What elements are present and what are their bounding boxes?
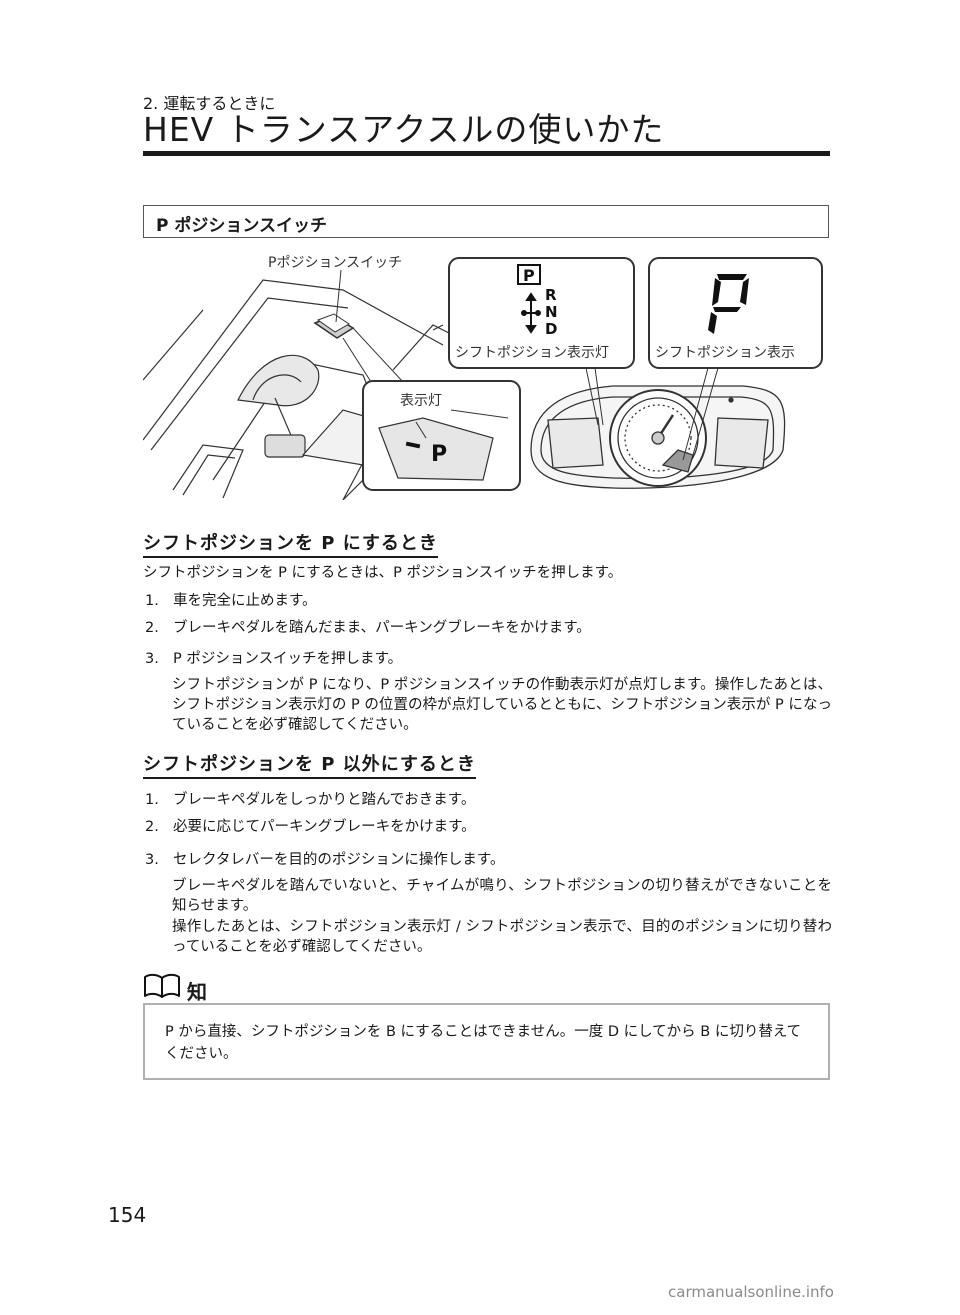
- heading-shift-to-p: シフトポジションを P にするとき: [143, 529, 438, 558]
- segment-display-p: [708, 274, 749, 334]
- chapter-label: 2. 運転するときに: [143, 94, 276, 113]
- shift-to-p-note: シフトポジションが P になり、P ポジションスイッチの作動表示灯が点灯します。…: [172, 677, 832, 733]
- indicator-display-label: シフトポジション表示: [655, 345, 795, 361]
- switch-label: Pポジションスイッチ: [268, 255, 402, 271]
- shift-from-p-note-1: ブレーキペダルを踏んでいないと、チャイムが鳴り、シフトポジションの切り替えができ…: [172, 878, 832, 914]
- info-box: P から直接、シフトポジションを B にすることはできません。一度 D にしてか…: [143, 1003, 830, 1080]
- info-text: P から直接、シフトポジションを B にすることはできません。一度 D にしてか…: [165, 1024, 802, 1062]
- indicator-letter-n: N: [545, 303, 558, 321]
- p-switch-sketch: [313, 313, 355, 339]
- indicator-letter-d: D: [545, 320, 557, 338]
- page-number: 154: [108, 1203, 147, 1227]
- watermark: carmanualsonline.info: [668, 1283, 834, 1301]
- page-title: HEV トランスアクスルの使いかた: [143, 110, 665, 149]
- title-rule: [143, 151, 830, 156]
- p-position-illustration: Pポジションスイッチ 表示灯 P P R N D シフトポジション表示灯 シフト…: [143, 255, 823, 500]
- section-title-box: P ポジションスイッチ: [143, 205, 829, 238]
- indicator-display-box: [648, 257, 823, 369]
- indicator-light-box: [448, 257, 635, 369]
- info-heading: 知識: [143, 972, 207, 1033]
- instrument-cluster: [530, 385, 786, 489]
- heading-shift-from-p: シフトポジションを P 以外にするとき: [143, 750, 476, 779]
- switch-letter: P: [431, 442, 447, 467]
- book-icon: [144, 973, 180, 998]
- shift-arrows-icon: [521, 292, 541, 334]
- lamp-label: 表示灯: [400, 393, 442, 409]
- lamp-indicator: [405, 441, 421, 449]
- switch-leader: [335, 269, 342, 323]
- indicator-light-label: シフトポジション表示灯: [455, 345, 609, 361]
- console-sketch: [143, 279, 464, 500]
- indicator-letter-p: P: [523, 266, 535, 285]
- shift-to-p-intro: シフトポジションを P にするときは、P ポジションスイッチを押します。: [143, 565, 623, 581]
- indicator-letter-r: R: [545, 286, 557, 304]
- shift-from-p-note-2: 操作したあとは、シフトポジション表示灯 / シフトポジション表示で、目的のポジシ…: [172, 919, 832, 955]
- section-title: P ポジションスイッチ: [156, 216, 328, 236]
